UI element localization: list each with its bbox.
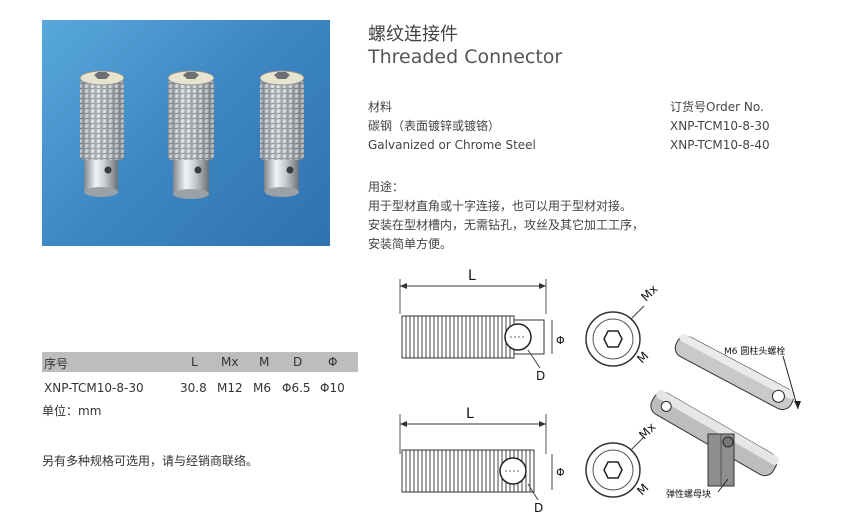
technical-drawing: L Φ D Mx M L (388, 264, 818, 528)
assembly-illustration: M6 圆柱头螺栓 弹性螺母块 (650, 333, 801, 500)
spec-header-phi: Φ (328, 355, 338, 369)
dim-label-mx: Mx (636, 420, 658, 442)
spec-header-mx: Mx (221, 355, 239, 369)
usage-line: 安装简单方便。 (368, 237, 453, 251)
material-cn: 碳钢（表面镀锌或镀铬） (368, 119, 501, 133)
spec-header-m: M (259, 355, 270, 369)
spec-cell-l: 30.8 (180, 381, 207, 395)
spec-header-no: 序号 (44, 357, 69, 371)
spec-cell-no: XNP-TCM10-8-30 (44, 381, 144, 395)
dim-label-d: D (536, 369, 545, 383)
title-cn: 螺纹连接件 (368, 24, 458, 45)
dim-label-phi: Φ (556, 466, 565, 479)
connector-1 (79, 70, 125, 197)
spec-cell-d: Φ6.5 (282, 381, 311, 395)
order-block: 订货号Order No. XNP-TCM10-8-30 XNP-TCM10-8-… (670, 98, 770, 155)
dim-label-phi: Φ (556, 334, 565, 347)
order-number: XNP-TCM10-8-40 (670, 138, 770, 152)
note-text: 另有多种规格可选用，请与经销商联络。 (42, 454, 259, 468)
dim-label-l: L (468, 268, 476, 284)
dim-label-mx: Mx (638, 282, 660, 304)
spec-header-bar (42, 352, 358, 372)
spec-header-d: D (293, 355, 303, 369)
drawing-top: L Φ D Mx M (399, 268, 660, 383)
product-photo (42, 20, 330, 246)
dim-label-d: D (534, 501, 543, 515)
dim-label-l: L (466, 406, 474, 422)
order-label: 订货号Order No. (670, 100, 764, 114)
material-label: 材料 (368, 100, 393, 114)
order-number: XNP-TCM10-8-30 (670, 119, 770, 133)
title-en: Threaded Connector (368, 46, 563, 68)
material-en: Galvanized or Chrome Steel (368, 138, 536, 152)
bolt-label: M6 圆柱头螺栓 (724, 345, 785, 357)
usage-line: 安装在型材槽内，无需钻孔，攻丝及其它加工工序， (368, 218, 645, 232)
connector-3 (259, 70, 305, 197)
spec-cell-phi: Φ10 (320, 381, 345, 395)
drawing-bottom: L Φ D Mx M (399, 406, 658, 515)
usage-line: 用于型材直角或十字连接，也可以用于型材对接。 (368, 199, 633, 213)
connector-2 (167, 70, 215, 199)
usage-label: 用途： (368, 180, 405, 194)
nut-label: 弹性螺母块 (666, 488, 711, 500)
usage-block: 用途： 用于型材直角或十字连接，也可以用于型材对接。 安装在型材槽内，无需钻孔，… (368, 178, 644, 254)
spec-header-l: L (191, 355, 198, 369)
spec-cell-mx: M12 (217, 381, 243, 395)
spec-cell-m: M6 (253, 381, 271, 395)
material-block: 材料 碳钢（表面镀锌或镀铬） Galvanized or Chrome Stee… (368, 98, 536, 155)
spec-unit: 单位：mm (42, 404, 102, 418)
